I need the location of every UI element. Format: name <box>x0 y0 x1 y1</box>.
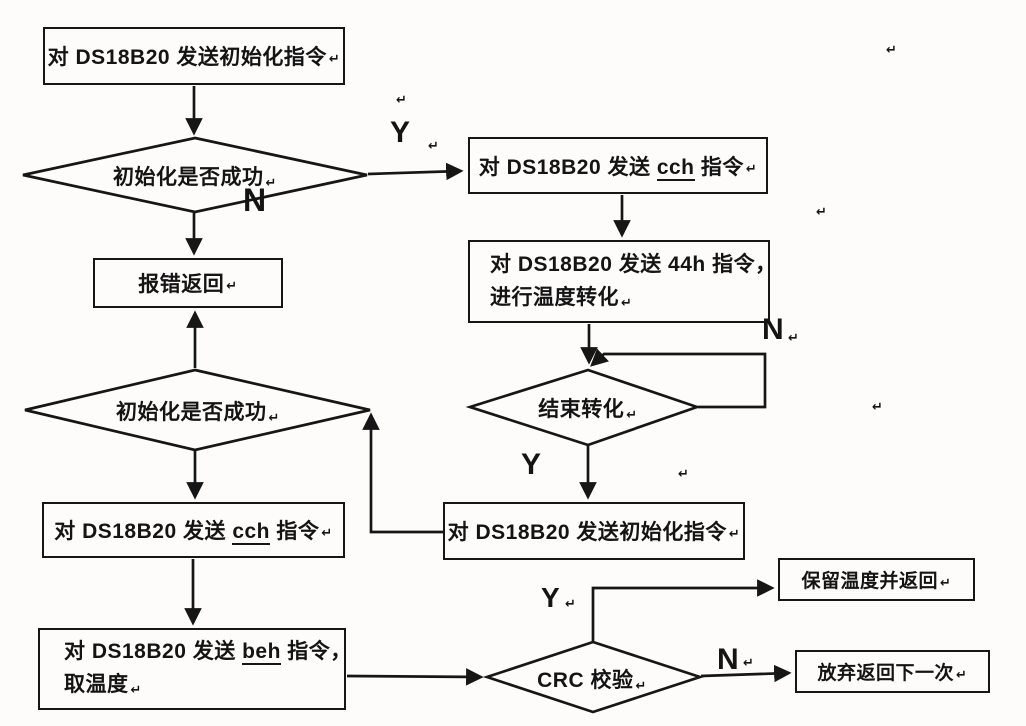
return-mark: ↵ <box>428 138 439 153</box>
branch-label-conversion-yes: Y <box>521 448 542 481</box>
underlined-command: beh <box>242 640 281 665</box>
return-mark: ↵ <box>956 666 968 682</box>
return-mark: ↵ <box>788 330 799 345</box>
edge-initright-to-check2 <box>362 412 443 534</box>
node-send-44h: 对 DS18B20 发送 44h 指令， 进行温度转化↵ <box>468 240 776 323</box>
node-label-line1: 对 DS18B20 发送 44h 指令， <box>490 252 777 276</box>
node-error-return: 报错返回↵ <box>93 258 283 308</box>
node-label: 对 DS18B20 发送初始化指令 <box>447 521 727 544</box>
return-mark: ↵ <box>872 399 883 414</box>
diamond-crc-check <box>482 640 705 714</box>
return-mark: ↵ <box>321 525 333 540</box>
edge-conversion-no-loop <box>590 348 767 409</box>
branch-label-crc-no: N <box>717 643 739 676</box>
node-label: 对 DS18B20 发送 cch 指令 <box>478 155 744 181</box>
return-mark: ↵ <box>745 160 758 176</box>
return-mark: ↵ <box>621 294 633 310</box>
branch-label-init-no: N <box>243 182 267 218</box>
diamond-conversion-done <box>465 368 702 447</box>
return-mark: ↵ <box>728 526 741 541</box>
diamond-init-check-1 <box>22 136 368 214</box>
branch-label-init-yes: Y <box>390 116 411 149</box>
return-mark: ↵ <box>678 466 689 481</box>
node-label: 对 DS18B20 发送 cch 指令 <box>54 520 320 545</box>
return-mark: ↵ <box>886 42 897 57</box>
edge-beh-to-crc <box>346 668 484 686</box>
edge-check1-yes <box>367 162 464 181</box>
node-send-init-right: 对 DS18B20 发送初始化指令↵ <box>443 502 745 560</box>
node-label: 保留温度并返回 <box>801 571 939 592</box>
diamond-init-check-2 <box>24 368 371 452</box>
return-mark: ↵ <box>816 204 827 219</box>
edge-crc-yes <box>591 579 775 641</box>
node-label-line2: 取温度↵ <box>64 673 142 697</box>
return-mark: ↵ <box>130 682 142 697</box>
return-mark: ↵ <box>743 655 754 670</box>
return-mark: ↵ <box>226 278 238 293</box>
return-mark: ↵ <box>396 92 407 107</box>
edge-crc-no <box>700 664 792 683</box>
underlined-command: cch <box>232 520 270 545</box>
label-init-check-1: 初始化是否成功↵ <box>113 166 277 190</box>
node-label-line1: 对 DS18B20 发送 beh 指令， <box>64 640 352 665</box>
label-init-check-2: 初始化是否成功↵ <box>116 401 280 425</box>
node-send-beh: 对 DS18B20 发送 beh 指令， 取温度↵ <box>38 628 351 710</box>
return-mark: ↵ <box>268 410 280 425</box>
return-mark: ↵ <box>626 407 638 422</box>
node-send-cch-right: 对 DS18B20 发送 cch 指令↵ <box>468 137 768 194</box>
label-crc-check: CRC 校验↵ <box>537 669 647 693</box>
return-mark: ↵ <box>940 574 952 590</box>
return-mark: ↵ <box>635 678 647 693</box>
underlined-command: cch <box>656 155 695 181</box>
node-label: 报错返回 <box>138 273 225 296</box>
branch-label-conversion-no: N <box>762 313 784 346</box>
node-keep-temp: 保留温度并返回↵ <box>778 558 975 601</box>
node-label: 对 DS18B20 发送初始化指令 <box>47 46 327 69</box>
branch-label-crc-yes: Y <box>541 582 560 613</box>
node-label-line2: 进行温度转化↵ <box>490 285 633 310</box>
node-label: 放弃返回下一次 <box>817 663 955 684</box>
return-mark: ↵ <box>328 51 341 66</box>
label-conversion-done: 结束转化↵ <box>538 398 638 422</box>
node-send-init-top: 对 DS18B20 发送初始化指令↵ <box>43 27 345 85</box>
return-mark: ↵ <box>565 596 576 611</box>
node-send-cch-left: 对 DS18B20 发送 cch 指令↵ <box>42 502 345 558</box>
node-discard-retry: 放弃返回下一次↵ <box>795 650 990 693</box>
return-mark: ↵ <box>265 175 277 190</box>
